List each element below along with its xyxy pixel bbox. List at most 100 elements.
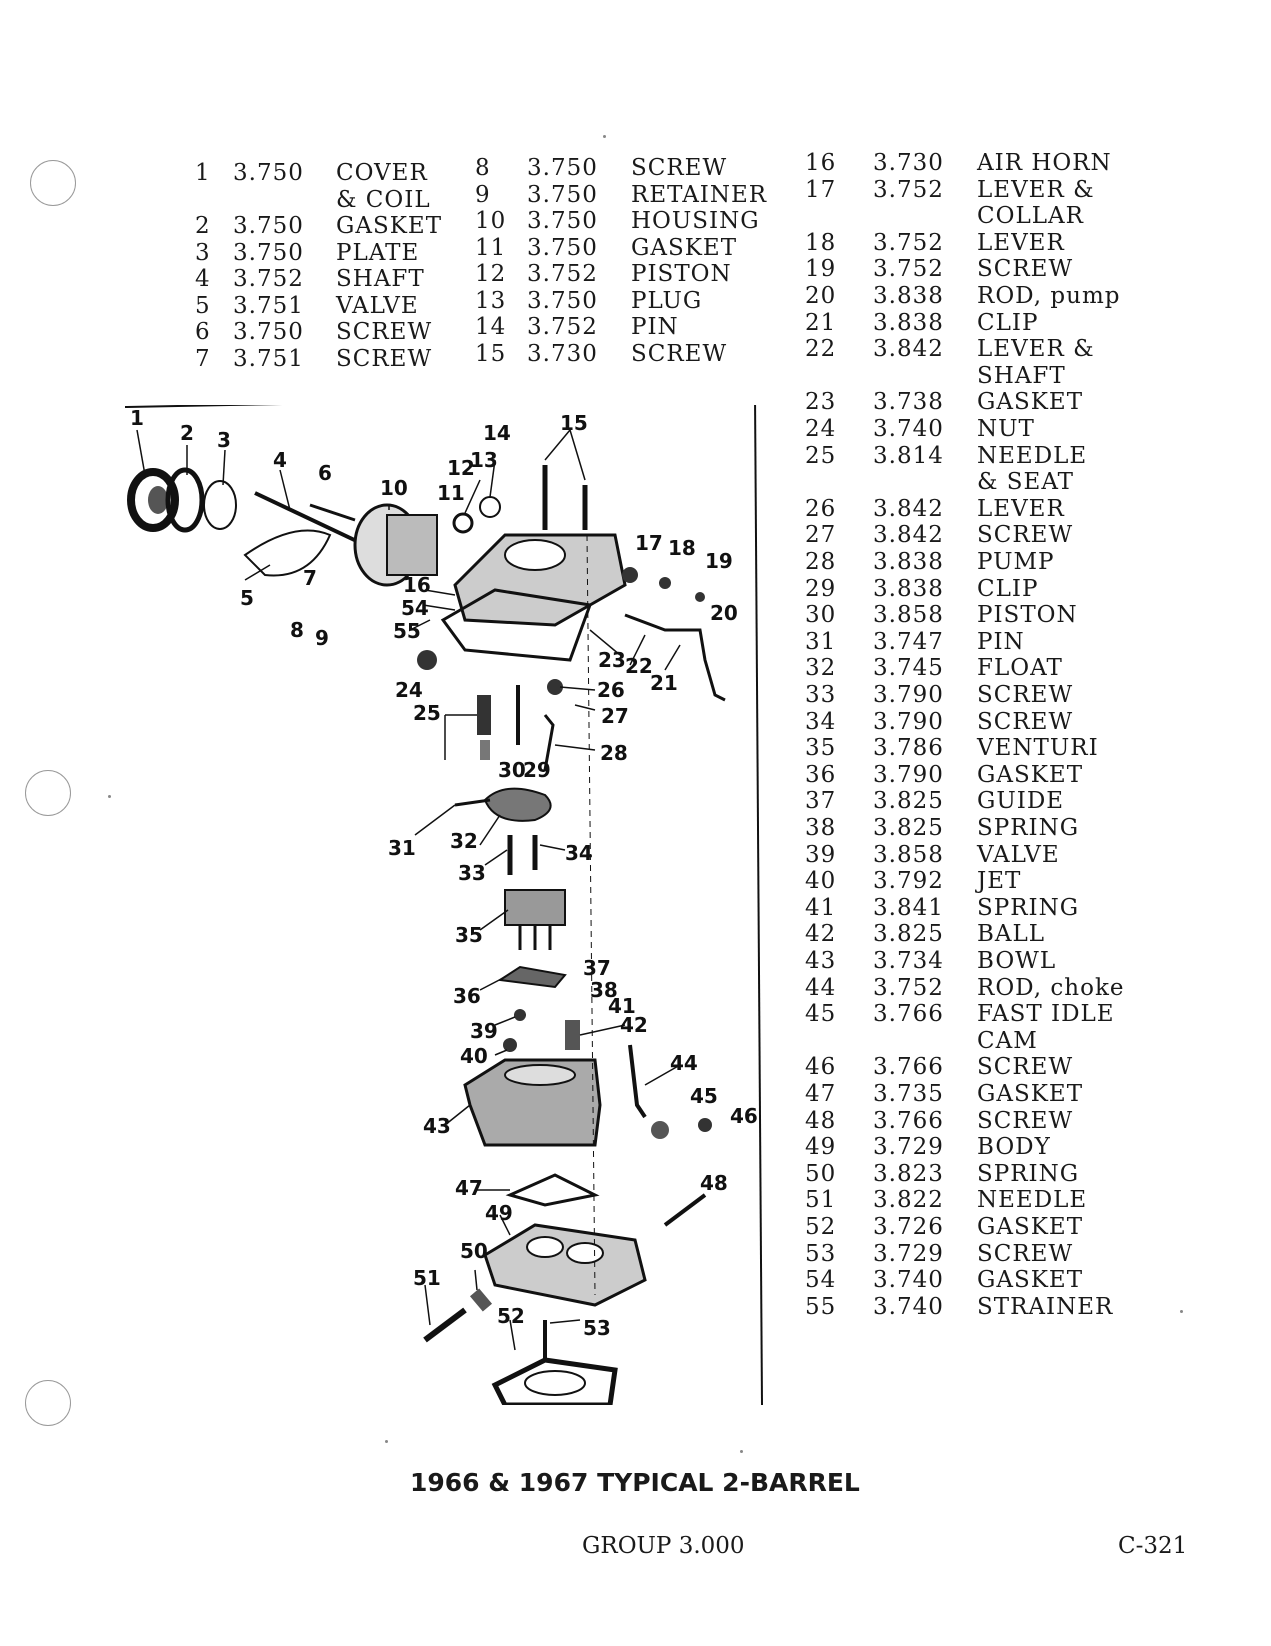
- part-name: LEVER: [977, 495, 1065, 522]
- part-name: GASKET: [977, 1081, 1084, 1107]
- callout-14: 14: [483, 421, 511, 445]
- part-name: PLUG: [631, 287, 703, 314]
- part-number: 52: [805, 1214, 837, 1240]
- part-number: 36: [805, 761, 837, 788]
- callout-10: 10: [380, 476, 408, 500]
- part-number: 27: [805, 522, 837, 549]
- part-number: 12: [475, 261, 507, 287]
- callout-37: 37: [583, 956, 611, 980]
- callout-32: 32: [450, 829, 478, 853]
- part-name: GASKET: [977, 1214, 1084, 1240]
- part-name: COVER: [336, 160, 428, 186]
- group-number: 3.750: [233, 239, 304, 266]
- part-name: PISTON: [631, 261, 732, 287]
- part-number: 28: [805, 549, 837, 575]
- callout-51: 51: [413, 1266, 441, 1290]
- callout-33: 33: [458, 861, 486, 885]
- group-number: 3.858: [873, 602, 944, 629]
- part-name: RETAINER: [631, 181, 768, 208]
- callout-16: 16: [403, 573, 431, 597]
- part-name: COLLAR: [977, 203, 1084, 230]
- part-number: 4: [195, 266, 211, 292]
- part-number: 19: [805, 256, 837, 283]
- part-name: HOUSING: [631, 208, 760, 234]
- part-name: SCREW: [336, 345, 433, 372]
- callout-42: 42: [620, 1013, 648, 1037]
- callout-18: 18: [668, 536, 696, 560]
- callout-23: 23: [598, 648, 626, 672]
- group-number: 3.752: [233, 266, 304, 292]
- group-number: 3.750: [527, 287, 598, 314]
- binder-hole-middle: [25, 770, 71, 816]
- callout-28: 28: [600, 741, 628, 765]
- part-number: 29: [805, 575, 837, 602]
- part-name: VALVE: [336, 292, 419, 319]
- part-name: PISTON: [977, 602, 1078, 629]
- scan-speck: [603, 135, 606, 138]
- part-name: SPRING: [977, 1160, 1080, 1187]
- callout-25: 25: [413, 701, 441, 725]
- callout-2: 2: [180, 421, 194, 445]
- part-number: 35: [805, 735, 837, 762]
- callout-13: 13: [470, 448, 498, 472]
- part-name: BODY: [977, 1134, 1051, 1161]
- part-number: 11: [475, 234, 507, 261]
- part-number: 31: [805, 628, 837, 655]
- part-number: 44: [805, 974, 837, 1001]
- group-number: 3.790: [873, 682, 944, 708]
- group-number: 3.734: [873, 948, 944, 974]
- part-name: SCREW: [977, 1054, 1074, 1081]
- part-number: 38: [805, 815, 837, 841]
- group-number: 3.842: [873, 495, 944, 522]
- group-number: 3.738: [873, 389, 944, 416]
- part-number: 16: [805, 150, 837, 176]
- callout-48: 48: [700, 1171, 728, 1195]
- group-number: 3.766: [873, 1001, 944, 1028]
- part-number: 51: [805, 1187, 837, 1214]
- part-name: SCREW: [977, 708, 1074, 735]
- part-number: 23: [805, 389, 837, 416]
- part-name: PLATE: [336, 239, 420, 266]
- part-name: SCREW: [977, 522, 1074, 549]
- group-number: 3.822: [873, 1187, 944, 1214]
- callout-52: 52: [497, 1304, 525, 1328]
- callout-43: 43: [423, 1114, 451, 1138]
- callout-5: 5: [240, 586, 254, 610]
- group-number: 3.838: [873, 309, 944, 336]
- part-name: GASKET: [977, 761, 1084, 788]
- part-number: 14: [475, 314, 507, 340]
- callout-19: 19: [705, 549, 733, 573]
- part-number: 7: [195, 345, 211, 372]
- part-name: GASKET: [977, 1267, 1084, 1294]
- part-number: 10: [475, 208, 507, 234]
- group-number: 3.838: [873, 283, 944, 309]
- part-number: 6: [195, 319, 211, 345]
- part-number: 13: [475, 287, 507, 314]
- callout-8: 8: [290, 618, 304, 642]
- callout-53: 53: [583, 1316, 611, 1340]
- group-number: 3.752: [527, 261, 598, 287]
- part-number: 39: [805, 841, 837, 868]
- scan-speck: [1180, 1310, 1183, 1313]
- part-number: 30: [805, 602, 837, 629]
- group-number: 3.751: [233, 292, 304, 319]
- part-number: 21: [805, 309, 837, 336]
- group-number: 3.729: [873, 1134, 944, 1161]
- callout-47: 47: [455, 1176, 483, 1200]
- part-number: 5: [195, 292, 211, 319]
- group-number: 3.752: [873, 256, 944, 283]
- group-number: 3.726: [873, 1214, 944, 1240]
- callout-7: 7: [303, 566, 317, 590]
- callout-11: 11: [437, 481, 465, 505]
- group-number: 3.740: [873, 1267, 944, 1294]
- part-name: GASKET: [631, 234, 738, 261]
- callout-15: 15: [560, 411, 588, 435]
- group-number: 3.825: [873, 921, 944, 948]
- group-number: 3.786: [873, 735, 944, 762]
- group-number: 3.752: [873, 229, 944, 256]
- part-name: BOWL: [977, 948, 1057, 974]
- part-number: 32: [805, 655, 837, 682]
- group-number: 3.766: [873, 1107, 944, 1134]
- footer-group-number: GROUP 3.000: [582, 1533, 745, 1559]
- callout-36: 36: [453, 984, 481, 1008]
